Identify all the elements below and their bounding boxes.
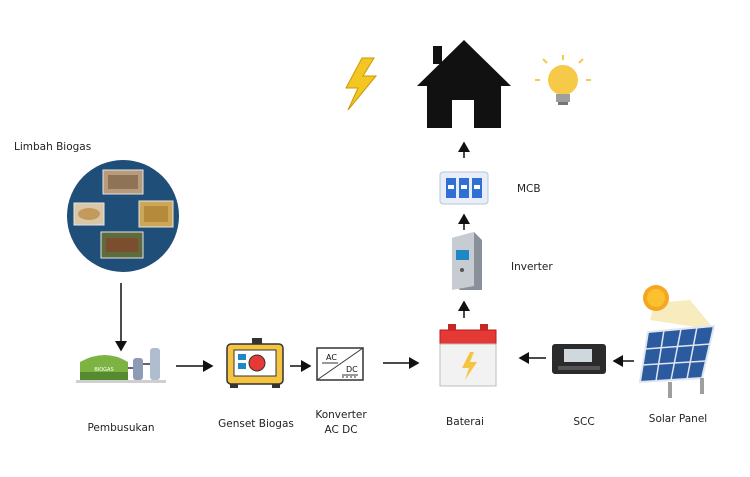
label-inverter: Inverter (511, 261, 553, 273)
label-mcb: MCB (517, 183, 541, 195)
biogas-tank-label: BIOGAS (94, 367, 113, 373)
lightning-bolt-icon (345, 57, 378, 111)
label-konverter-line2: AC DC (324, 424, 358, 436)
label-limbah-biogas: Limbah Biogas (14, 141, 92, 153)
converter-ac-text: AC (326, 353, 337, 362)
label-konverter-line1: Konverter (315, 409, 367, 421)
house-icon (417, 40, 511, 128)
solar-panel-icon (638, 300, 716, 398)
biogas-digester-icon: BIOGAS (76, 348, 166, 383)
label-baterai: Baterai (446, 416, 484, 428)
sun-icon (643, 285, 669, 311)
converter-dc-text: DC (346, 365, 358, 374)
mcb-icon (439, 171, 489, 205)
label-solar-panel: Solar Panel (648, 413, 708, 425)
converter-icon: AC DC (316, 347, 364, 381)
battery-icon (439, 324, 497, 387)
waste-circle-icon (67, 160, 179, 272)
label-scc: SCC (573, 416, 595, 428)
label-genset: Genset Biogas (218, 418, 294, 430)
light-bulb-icon (535, 55, 591, 105)
inverter-icon (452, 232, 482, 290)
genset-icon (226, 338, 284, 388)
scc-icon (552, 344, 606, 374)
label-pembusukan: Pembusukan (87, 422, 155, 434)
